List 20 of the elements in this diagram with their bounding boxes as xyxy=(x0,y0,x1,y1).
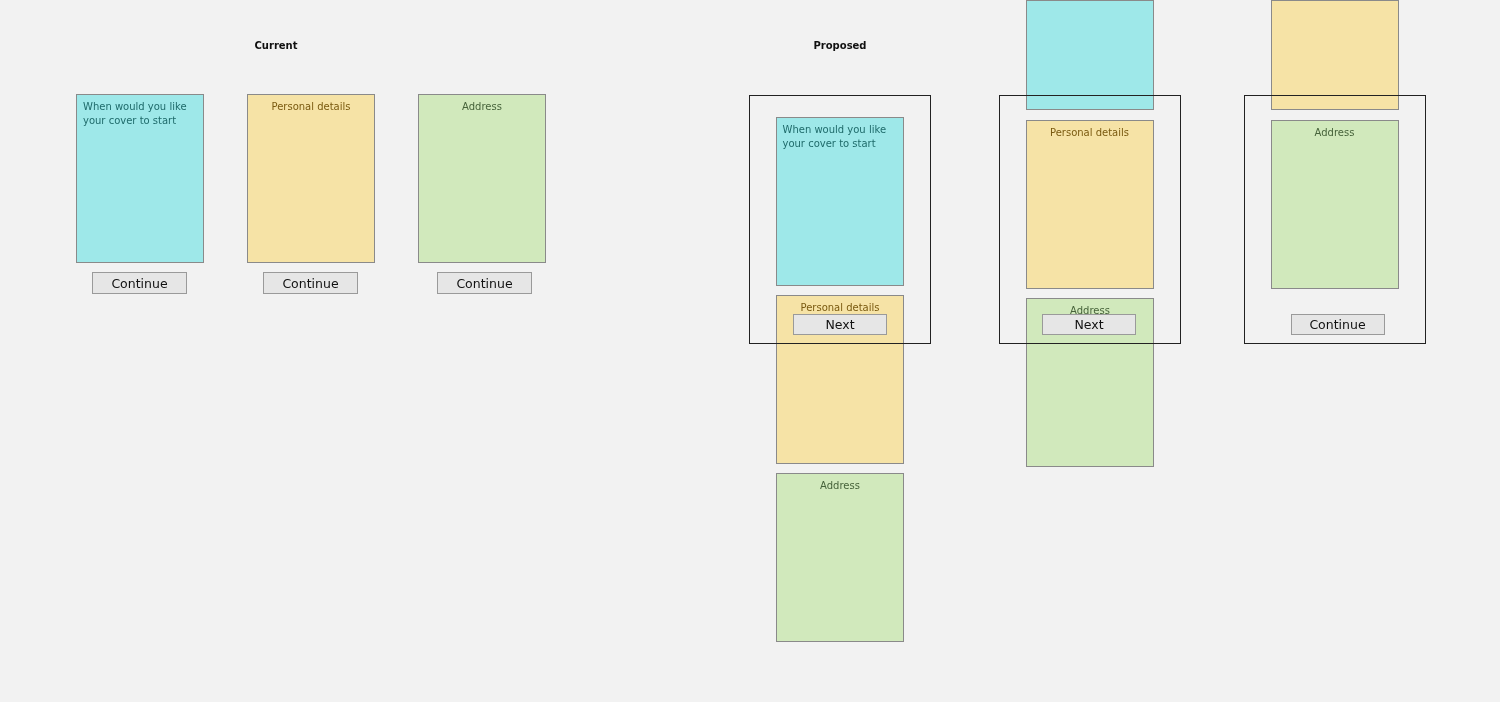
page-card: Address xyxy=(418,94,546,263)
page-card: Address xyxy=(1270,119,1399,289)
page-card xyxy=(1271,0,1399,110)
page-card: When would you like your cover to start xyxy=(76,94,204,263)
page-card: Personal details xyxy=(1025,119,1154,289)
viewport-frame xyxy=(999,95,1181,344)
action-button: Continue xyxy=(92,272,187,294)
section-heading: Current xyxy=(254,40,298,51)
action-button: Continue xyxy=(437,272,532,294)
action-button: Next xyxy=(1042,314,1136,335)
action-button: Continue xyxy=(263,272,358,294)
page-card: Personal details xyxy=(247,94,375,263)
viewport-frame xyxy=(749,95,931,344)
action-button: Continue xyxy=(1290,313,1385,335)
page-card: Address xyxy=(776,473,904,642)
page-card: When would you like your cover to start xyxy=(775,116,904,286)
page-card xyxy=(1026,0,1154,110)
action-button: Next xyxy=(793,314,887,335)
viewport-frame xyxy=(1244,95,1426,344)
section-heading: Proposed xyxy=(813,40,867,51)
